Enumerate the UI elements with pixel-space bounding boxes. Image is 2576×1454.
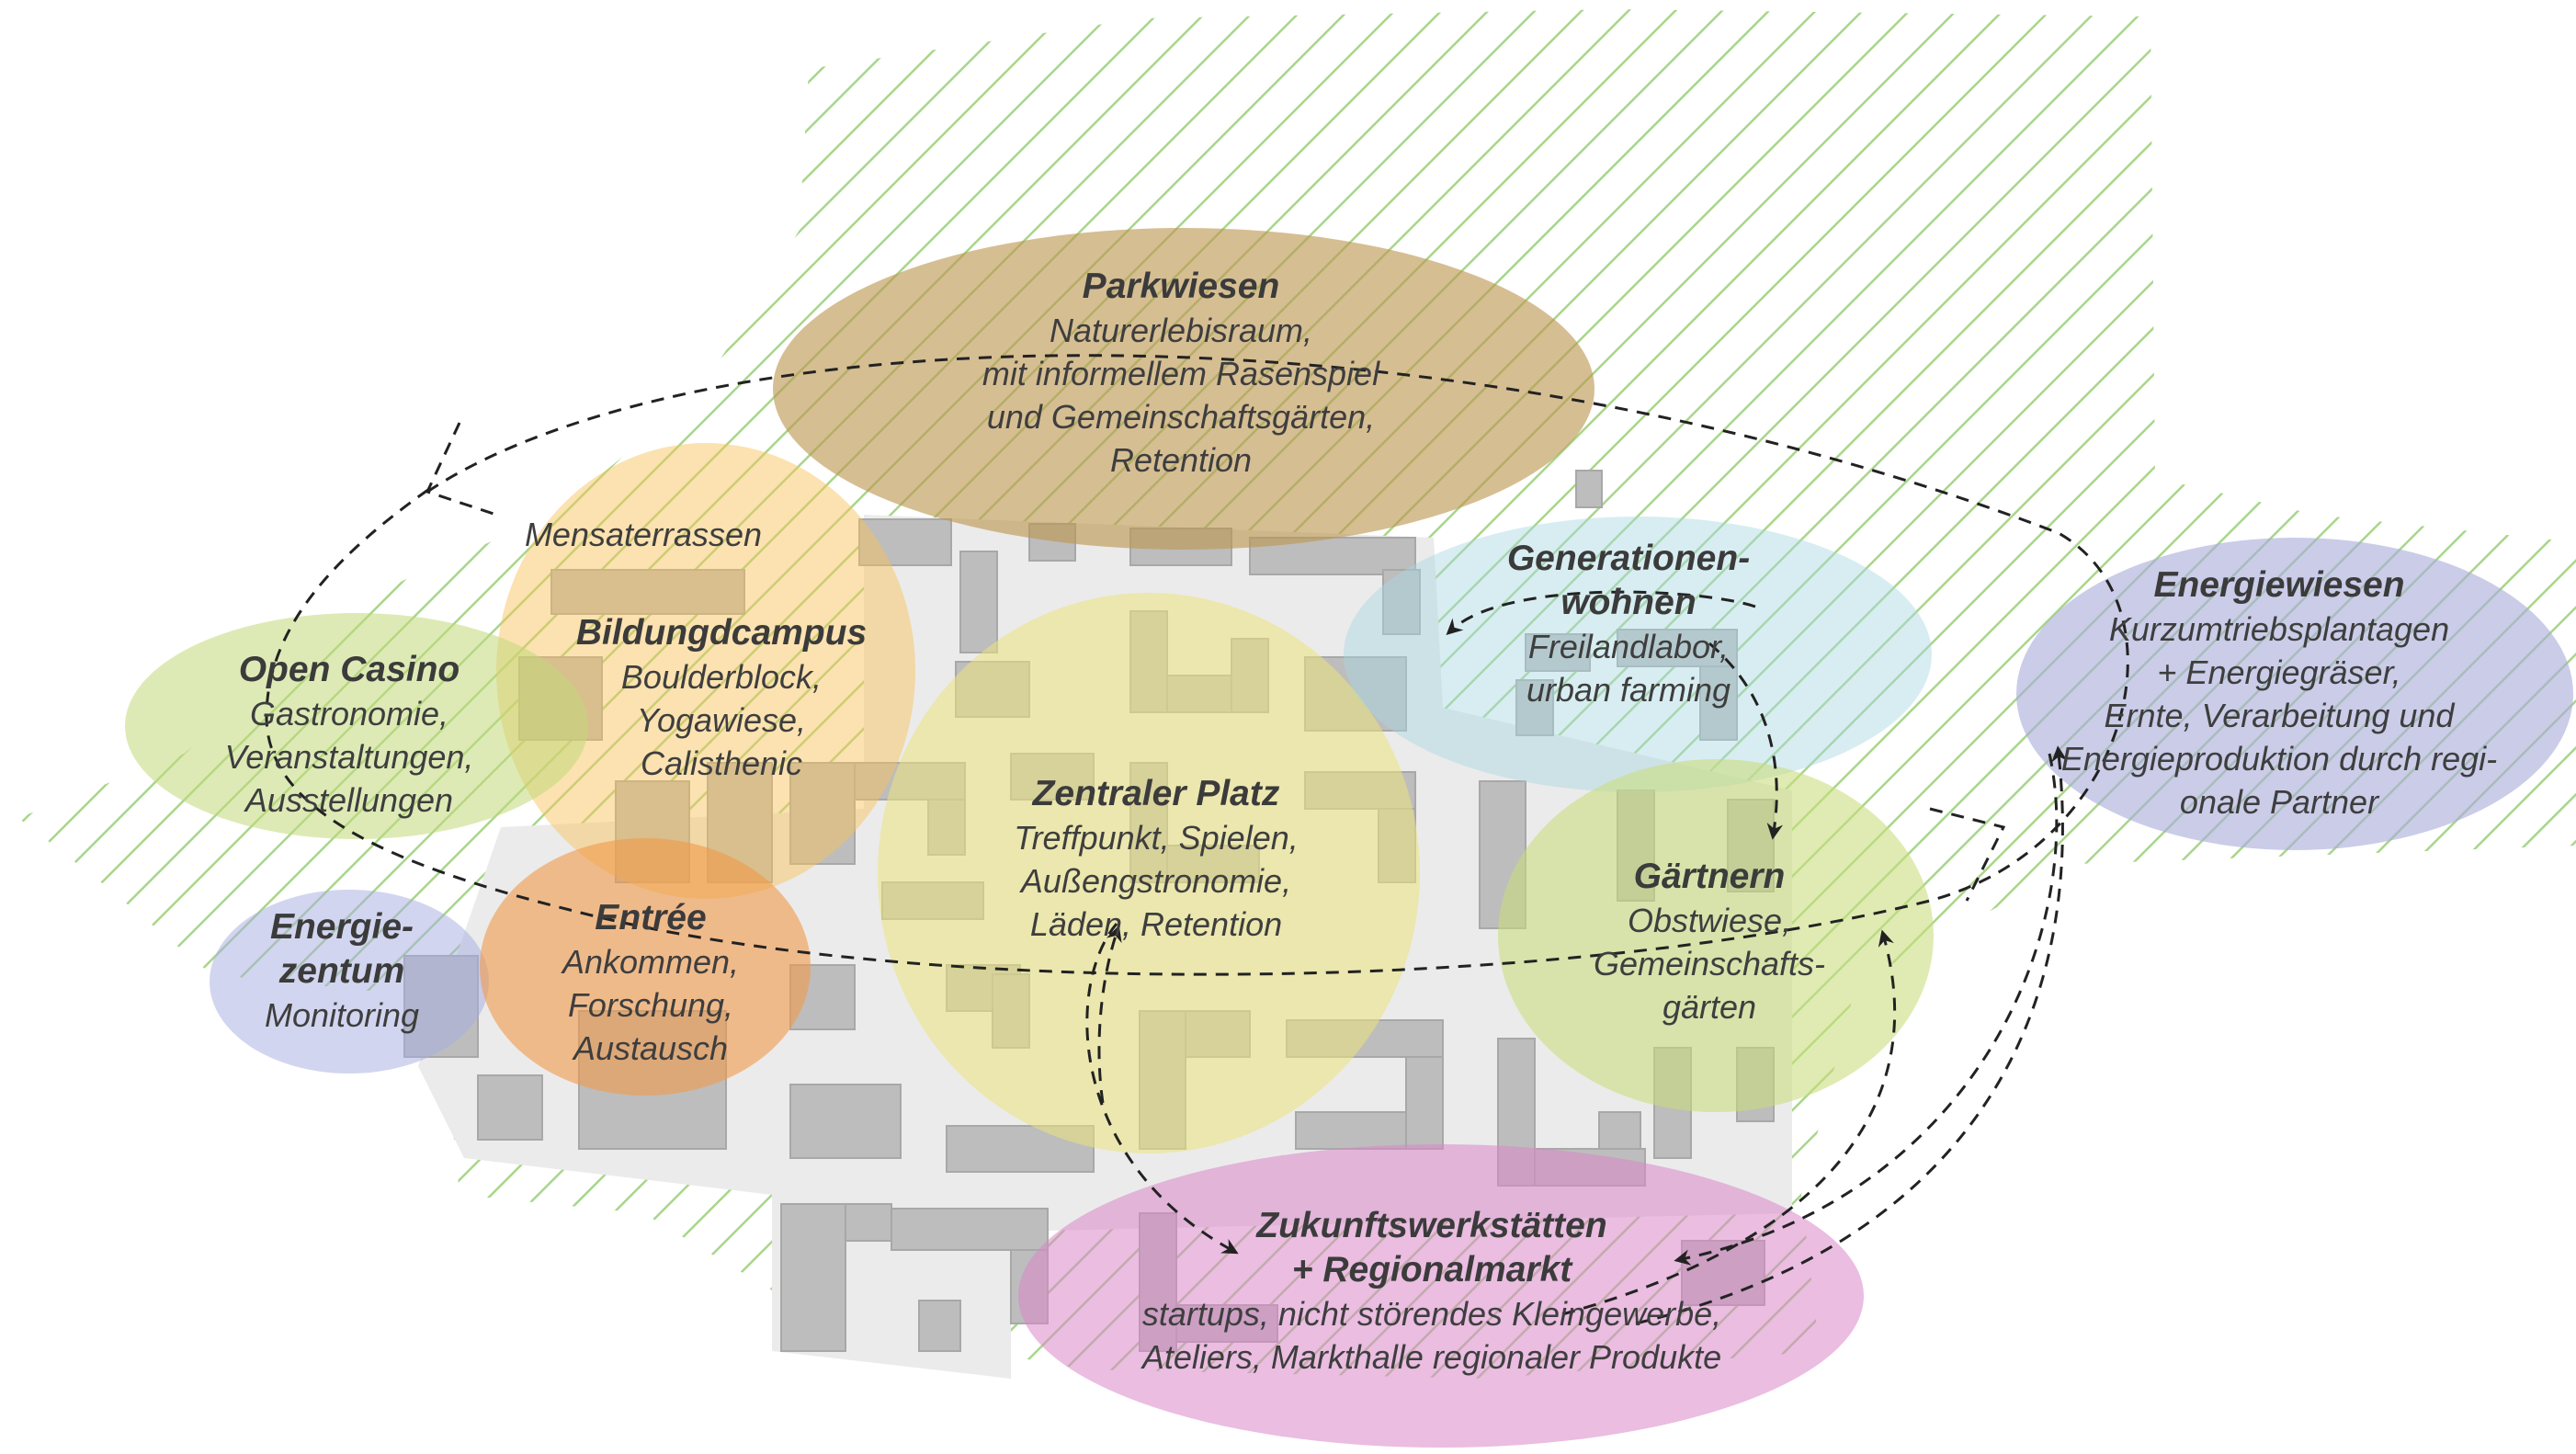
bildungscampus-line: Yogawiese, [636,701,807,739]
zukunftswerkstaetten-line: startups, nicht störendes Kleingewerbe, [1141,1295,1722,1333]
building-block [1617,629,1738,667]
parkwiesen-title: Parkwiesen [1082,267,1280,306]
building-block [845,1203,892,1242]
building-block [789,762,856,865]
gaertnern-line: Obstwiese, [1627,902,1792,939]
energiewiesen-line: onale Partner [2179,783,2379,821]
energiewiesen-line: Energieproduktion durch regi- [2060,740,2498,778]
tick-mark [425,422,497,517]
zone-ellipse-generationenwohnen[interactable] [1344,517,1932,792]
parkwiesen-line: und Gemeinschaftsgärten, [986,398,1376,436]
open-casino-title: Open Casino [238,650,460,689]
zone-ellipse-zukunftswerkstaetten[interactable] [1018,1144,1864,1448]
building-block [1575,470,1603,508]
open-casino-line: Ausstellungen [244,781,454,819]
gaertnern-line: gärten [1662,988,1757,1026]
zentraler-platz-line: Treffpunkt, Spielen, [1014,819,1299,857]
energiewiesen-line: Kurzumtriebsplantagen [2108,610,2450,648]
zukunftswerkstaetten-line: Ateliers, Markthalle regionaler Produkte [1141,1338,1722,1376]
parkwiesen-line: Naturerlebisraum, [1049,312,1313,349]
generationenwohnen-line: urban farming [1526,671,1731,709]
loop-arrow-main [265,354,2129,976]
zone-ellipse-energiewiesen[interactable] [2016,538,2573,850]
bildungscampus-title: Bildungdcampus [575,613,868,653]
open-casino-line: Veranstaltungen, [224,738,474,776]
building-block [780,1203,846,1352]
building-block [477,1074,543,1141]
building-block [1525,633,1591,672]
generationenwohnen-title: Generationen- wohnen [1506,539,1751,622]
zone-ellipse-zentraler-platz[interactable] [878,593,1420,1153]
energiezentum-line: Monitoring [264,996,420,1034]
arrow-generationenwohnen-to-gaertnern [1708,642,1784,840]
zone-ellipse-gaertnern[interactable] [1498,759,1934,1112]
bildungscampus-line: Calisthenic [640,744,803,782]
building-block [891,1208,1049,1251]
entree-line: Forschung, [567,986,734,1024]
bildungscampus-note: Mensaterrassen [524,516,763,553]
gaertnern-line: Gemeinschafts- [1593,945,1826,983]
connection-arrows [265,354,2129,1325]
entree-line: Ankommen, [562,943,740,981]
building-block [1295,1111,1407,1150]
zone-ellipse-energiezentum[interactable] [210,890,489,1073]
zentraler-platz-title: Zentraler Platz [1032,774,1280,813]
building-block [550,569,745,615]
building-block [789,1084,902,1159]
building-block [1515,679,1554,736]
building-block [959,551,998,653]
zone-ellipse-entree[interactable] [480,838,811,1096]
arrow-zukunftswerkstaetten-to-gaertnern [1561,929,1897,1316]
generationenwohnen-line: Freilandlabor, [1527,628,1730,665]
zentraler-platz-line: Außengstronomie, [1020,862,1292,900]
zone-label-zukunftswerkstaetten: Zukunftswerkstätten + Regionalmarkt start… [1142,1204,1721,1379]
gaertnern-title: Gärtnern [1633,857,1786,896]
building-block [1382,569,1421,635]
entree-line: Austausch [573,1029,729,1067]
energiewiesen-line: + Energiegräser, [2157,653,2401,691]
tick-mark-energiewiesen [1929,807,2006,902]
arrow-energiewiesen-to-generationenwohnen [1446,590,1756,635]
zone-ellipses [125,228,2573,1448]
arrow-energiewiesen-to-zukunftswerkstaetten [1674,753,2059,1266]
arrow-zukunftswerkstaetten-to-zentraler-platz [1097,925,1122,1104]
open-casino-line: Gastronomie, [249,695,449,733]
arrow-zentraler-platz-to-zukunftswerkstaetten [1085,923,1239,1255]
building-block [918,1300,961,1352]
bildungscampus-line: Boulderblock, [620,658,823,696]
zone-ellipse-parkwiesen[interactable] [773,228,1594,550]
zentraler-platz-line: Läden, Retention [1029,905,1283,943]
building-block [1598,1111,1641,1150]
arrow-regional-loop-to-energiewiesen [1635,745,2068,1325]
zone-ellipse-open-casino[interactable] [125,613,588,839]
parkwiesen-line: Retention [1109,441,1253,479]
entree-title: Entrée [595,898,707,937]
building-block [1699,665,1738,741]
energiewiesen-line: Ernte, Verarbeitung und [2104,697,2455,734]
zone-ellipse-bildungscampus[interactable] [496,443,915,899]
building-block [858,518,952,566]
zukunftswerkstaetten-title: Zukunftswerkstätten + Regionalmarkt [1256,1206,1607,1289]
building-block [1405,1056,1444,1150]
energiezentum-title: Energie- zentum [269,907,414,991]
energiewiesen-title: Energiewiesen [2153,565,2405,605]
parkwiesen-line: mit informellem Rasenspiel [982,355,1380,392]
